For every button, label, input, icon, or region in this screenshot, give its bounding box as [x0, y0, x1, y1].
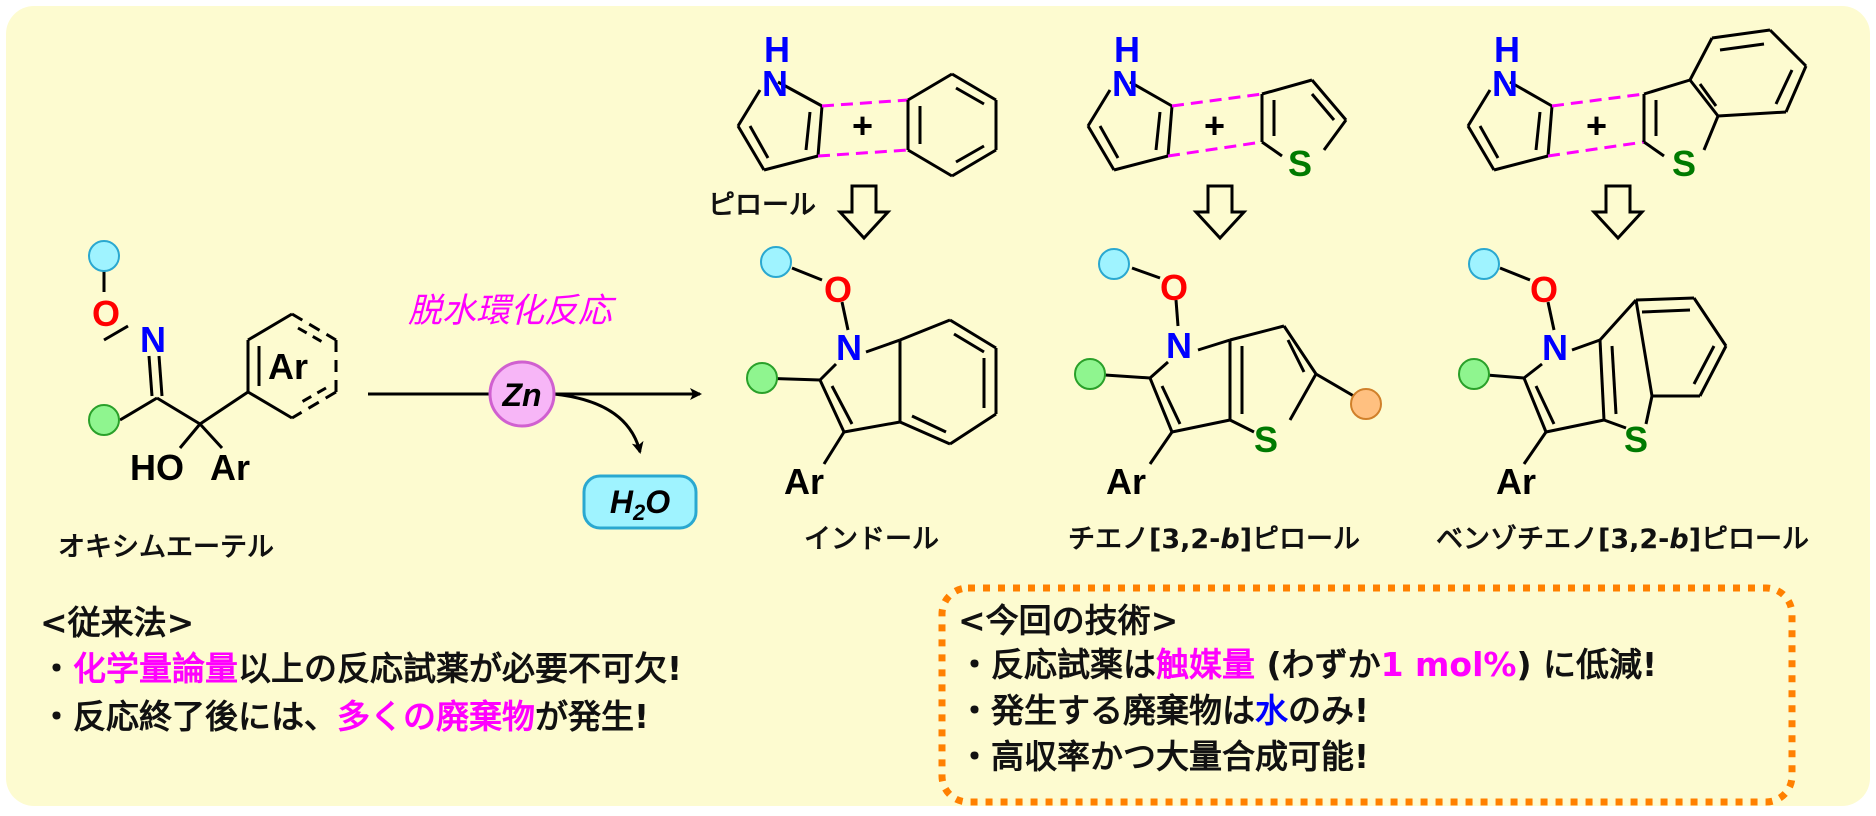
- thieno-o: O: [1160, 267, 1188, 308]
- catalyst-zn: Zn: [488, 360, 556, 428]
- benzothienopyrrole-text-b: b: [1669, 524, 1688, 555]
- cur1-pre: 反応試薬は: [991, 645, 1156, 684]
- plus-sign-3: +: [1586, 105, 1607, 146]
- retro-arrow-1: [836, 184, 892, 241]
- benzothieno-ar: Ar: [1496, 461, 1536, 502]
- retro-pyrrole-benzothiophene: H N + S: [1466, 28, 1808, 184]
- product-benzothienopyrrole: O N S Ar: [1458, 248, 1728, 502]
- indole-o: O: [824, 269, 852, 310]
- water-o: O: [645, 484, 670, 520]
- svg-text:H2O: H2O: [610, 484, 670, 525]
- thieno-ar: Ar: [1106, 461, 1146, 502]
- benzothiophene-s: S: [1672, 143, 1696, 184]
- conv2-pre: 反応終了後には、: [73, 697, 337, 736]
- retro-pyrrole-benzene: H N +: [736, 29, 998, 178]
- cur1-mid: (わずか: [1255, 645, 1381, 684]
- pyrrole-h-2: H: [1114, 29, 1140, 70]
- retro-arrow-3: [1590, 184, 1646, 241]
- benzothienopyrrole-text-a: ベンゾチエノ[3,2-: [1436, 524, 1669, 555]
- pyrrole-n-2: N: [1112, 63, 1138, 104]
- conv2-rest: が発生!: [535, 697, 649, 736]
- indole-ar: Ar: [784, 461, 824, 502]
- indole-n: N: [836, 327, 862, 368]
- water-h: H: [610, 484, 634, 520]
- conv1-highlight: 化学量論量: [73, 649, 238, 688]
- benzothieno-s: S: [1624, 419, 1648, 460]
- conventional-line-1: ・化学量論量以上の反応試薬が必要不可欠!: [40, 649, 682, 688]
- thieno-orange-dot: [1350, 388, 1382, 420]
- substituent-green-dot: [88, 404, 120, 436]
- cur1-highlight: 触媒量: [1156, 645, 1255, 684]
- cur2-bullet: ・: [958, 691, 991, 730]
- cur2-highlight: 水: [1255, 691, 1289, 730]
- thienopyrrole-text-a: チエノ[3,2-: [1068, 524, 1220, 555]
- product-thienopyrrole: O N S Ar: [1074, 248, 1382, 502]
- atom-ho: HO: [130, 447, 184, 488]
- benzothieno-o: O: [1530, 269, 1558, 310]
- conv1-rest: 以上の反応試薬が必要不可欠!: [238, 649, 682, 688]
- retro-pyrrole-thiophene: H N + S: [1086, 29, 1348, 184]
- thienopyrrole-text-b: b: [1220, 524, 1239, 555]
- pyrrole-h: H: [764, 29, 790, 70]
- indole-green-dot: [746, 362, 778, 394]
- conv2-bullet: ・: [40, 697, 73, 736]
- thieno-s: S: [1254, 419, 1278, 460]
- conventional-line-2: ・反応終了後には、多くの廃棄物が発生!: [40, 697, 649, 736]
- catalyst-zn-label: Zn: [501, 377, 541, 413]
- byproduct-water-box: [582, 474, 698, 530]
- atom-ar-ring: Ar: [268, 346, 308, 387]
- atom-o: O: [92, 293, 120, 334]
- catalyst-zn-circle: [488, 360, 556, 428]
- indole-cyan-dot: [760, 246, 792, 278]
- thieno-cyan-dot: [1098, 248, 1130, 280]
- label-indole: インドール: [804, 524, 939, 555]
- thieno-green-dot: [1074, 358, 1106, 390]
- label-oxime-ether: オキシムエーテル: [58, 532, 274, 563]
- current-line-2: ・発生する廃棄物は水のみ!: [958, 691, 1369, 730]
- reaction-name: 脱水環化反応: [408, 291, 617, 331]
- cur1-highlight-2: 1 mol%: [1381, 645, 1517, 684]
- benzothieno-cyan-dot: [1468, 248, 1500, 280]
- plus-sign: +: [852, 105, 873, 146]
- benzothieno-green-dot: [1458, 358, 1490, 390]
- thieno-n: N: [1166, 325, 1192, 366]
- current-technology-box: [938, 584, 1796, 806]
- thiophene-s: S: [1288, 143, 1312, 184]
- cur3-text: 高収率かつ大量合成可能!: [991, 737, 1369, 776]
- cur1-bullet: ・: [958, 645, 991, 684]
- label-pyrrole: ピロール: [708, 190, 816, 221]
- water-subscript: 2: [632, 500, 646, 525]
- substituent-cyan-dot: [88, 240, 120, 272]
- pyrrole-n-3: N: [1492, 63, 1518, 104]
- cur1-rest: ) に低減!: [1516, 645, 1657, 684]
- atom-ar: Ar: [210, 447, 250, 488]
- cur2-rest: のみ!: [1288, 691, 1369, 730]
- conventional-heading: <従来法>: [40, 603, 194, 642]
- retro-arrow-2: [1192, 184, 1248, 241]
- background-panel: [6, 6, 1870, 806]
- label-thienopyrrole: チエノ[3,2-b]ピロール: [1068, 524, 1360, 555]
- oxime-ether-structure: O N HO Ar Ar: [88, 240, 338, 488]
- current-technology-notes: <今回の技術> ・反応試薬は触媒量 (わずか1 mol%) に低減! ・発生する…: [958, 601, 1657, 776]
- benzothienopyrrole-text-c: ]ピロール: [1689, 524, 1809, 555]
- plus-sign-2: +: [1204, 105, 1225, 146]
- cur3-bullet: ・: [958, 737, 991, 776]
- current-line-3: ・高収率かつ大量合成可能!: [958, 737, 1369, 776]
- current-heading: <今回の技術>: [958, 601, 1178, 640]
- label-benzothienopyrrole: ベンゾチエノ[3,2-b]ピロール: [1436, 524, 1809, 555]
- conventional-method-notes: <従来法> ・化学量論量以上の反応試薬が必要不可欠! ・反応終了後には、多くの廃…: [40, 603, 682, 736]
- atom-n: N: [140, 319, 166, 360]
- conv1-bullet: ・: [40, 649, 73, 688]
- cur2-pre: 発生する廃棄物は: [991, 691, 1255, 730]
- product-indole: O N Ar: [746, 246, 998, 502]
- thienopyrrole-text-c: ]ピロール: [1240, 524, 1360, 555]
- pyrrole-h-3: H: [1494, 29, 1520, 70]
- pyrrole-n: N: [762, 63, 788, 104]
- current-line-1: ・反応試薬は触媒量 (わずか1 mol%) に低減!: [958, 645, 1657, 684]
- conv2-highlight: 多くの廃棄物: [337, 697, 535, 736]
- byproduct-water: H2O: [582, 474, 698, 530]
- benzothieno-n: N: [1542, 327, 1568, 368]
